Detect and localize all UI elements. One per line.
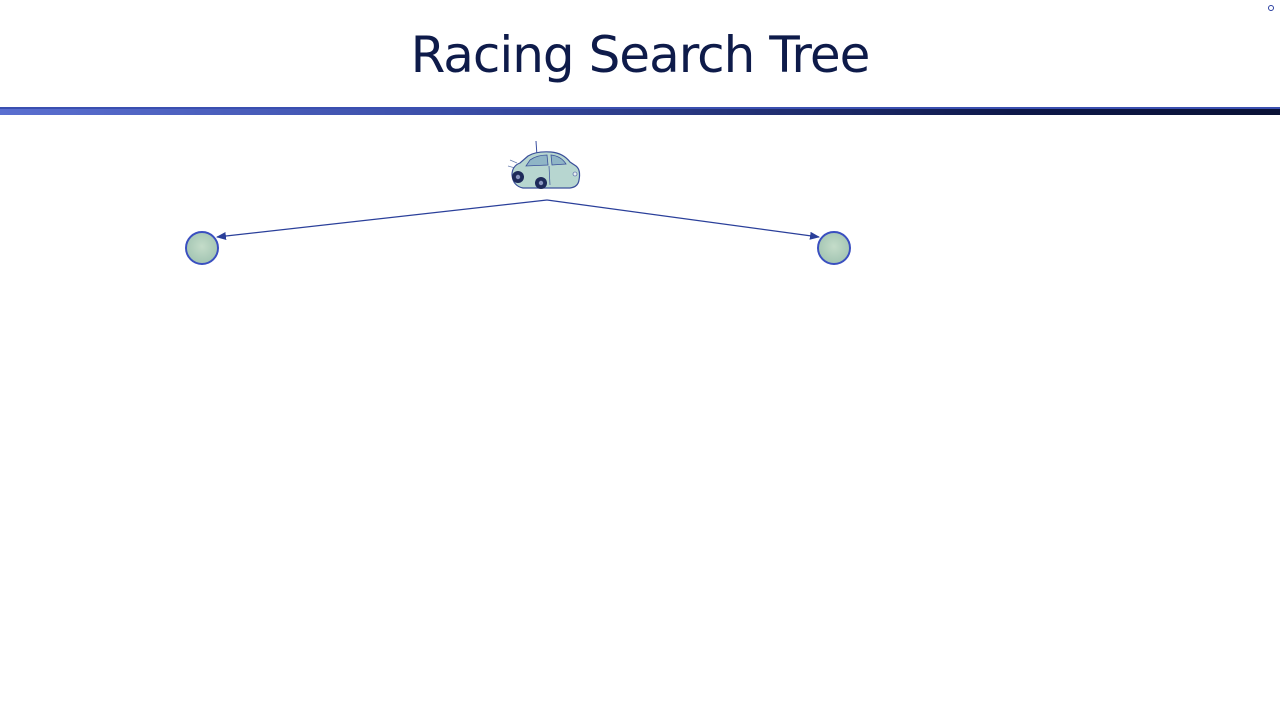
title-divider-band: [0, 109, 1280, 115]
corner-marker-icon: [1268, 5, 1274, 11]
tree-edge-left: [216, 199, 548, 240]
tree-edge-right: [546, 199, 820, 240]
slide-title: Racing Search Tree: [410, 26, 871, 84]
tree-node-left: [185, 231, 219, 265]
title-divider-thin: [0, 107, 1280, 109]
tree-node-right: [817, 231, 851, 265]
racing-car-icon: [507, 140, 581, 189]
